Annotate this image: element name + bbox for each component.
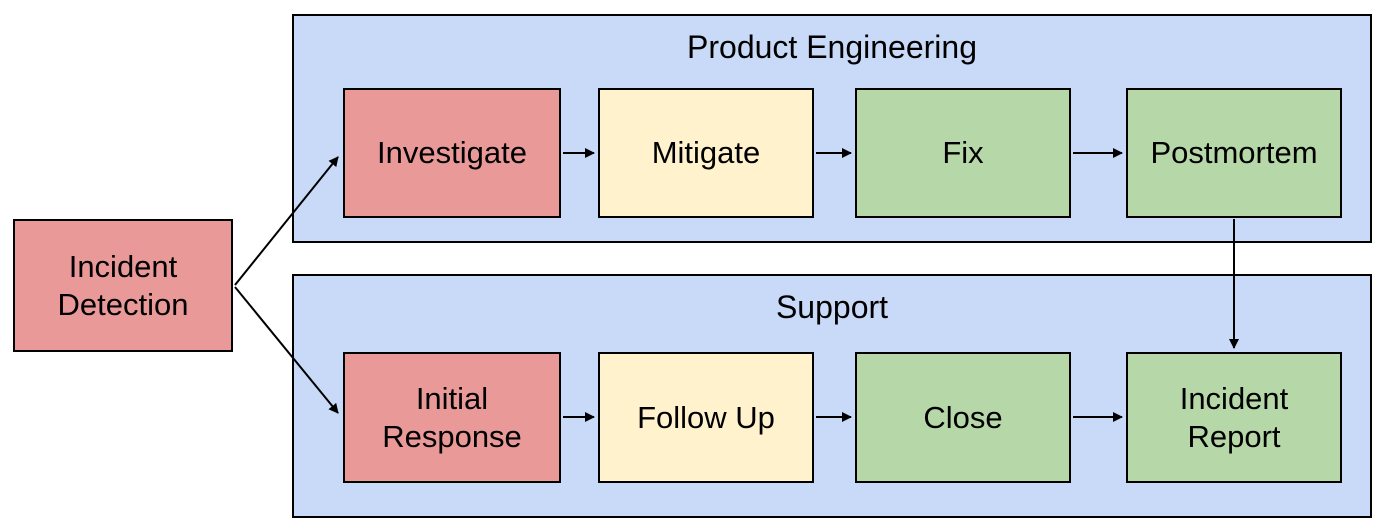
lane-title-product-engineering: Product Engineering (687, 29, 977, 65)
node-incident-report: Incident Report (1126, 352, 1342, 483)
node-follow-up: Follow Up (598, 352, 814, 483)
node-incident-detection: Incident Detection (13, 219, 233, 352)
node-fix: Fix (855, 88, 1071, 218)
node-mitigate: Mitigate (598, 88, 814, 218)
node-close: Close (855, 352, 1071, 483)
lane-title-support: Support (775, 289, 889, 325)
node-postmortem: Postmortem (1126, 88, 1342, 218)
node-investigate: Investigate (343, 88, 561, 218)
node-initial-response: Initial Response (343, 352, 561, 483)
